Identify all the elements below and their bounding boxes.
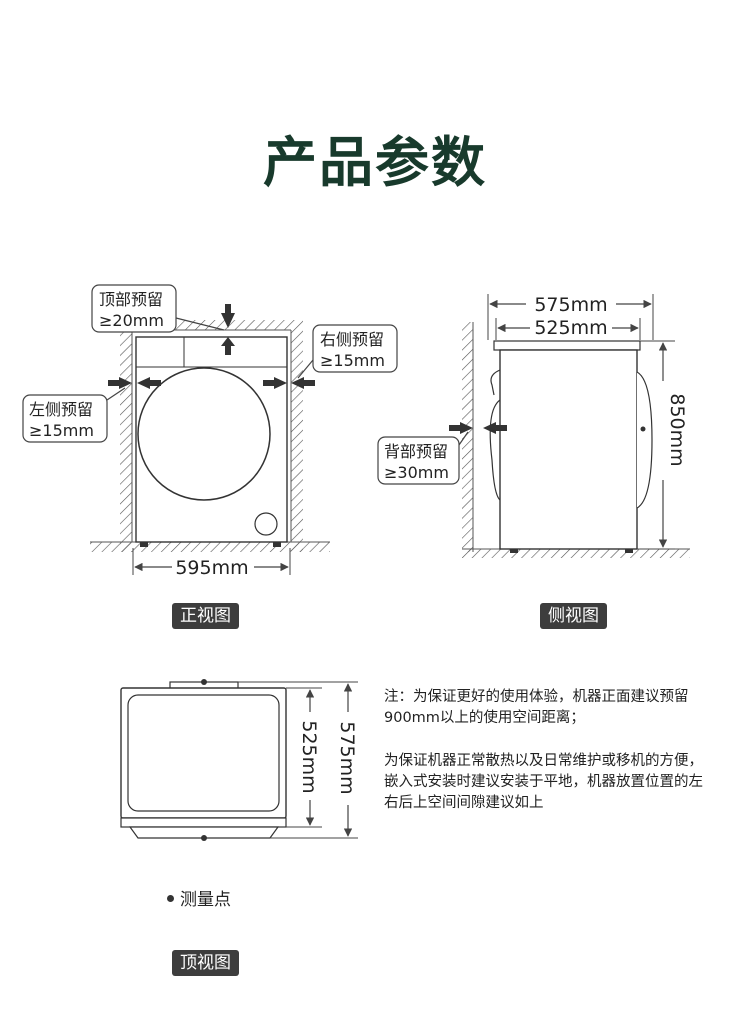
front-top-wall bbox=[120, 320, 303, 330]
front-floor bbox=[90, 542, 330, 552]
callout-top-clearance bbox=[91, 284, 177, 333]
top-view: 525mm 575mm bbox=[120, 679, 358, 841]
top-front-panel bbox=[120, 817, 287, 828]
note-paragraph-2: 为保证机器正常散热以及日常维护或移机的方便，嵌入式安装时建议安装于平地，机器放置… bbox=[384, 753, 703, 811]
front-width-label: 595mm bbox=[175, 557, 248, 579]
measure-point-legend-text: 测量点 bbox=[180, 890, 231, 910]
measure-point-legend: 测量点 bbox=[167, 885, 231, 910]
top-measure-point-front bbox=[201, 835, 207, 841]
front-filter-cap bbox=[254, 512, 278, 536]
page-title: 产品参数 bbox=[263, 131, 487, 194]
left-clearance-value: ≥15mm bbox=[29, 421, 94, 440]
front-view: 595mm 顶部预留 ≥20mm 右侧预留 ≥15mm 左侧预留 ≥15mm bbox=[22, 284, 398, 579]
top-view-tag: 顶视图 bbox=[172, 950, 239, 976]
top-machine-lid bbox=[127, 694, 280, 812]
side-top-panel bbox=[493, 340, 641, 351]
side-depth-outer-label: 575mm bbox=[534, 294, 607, 316]
side-depth-inner-label: 525mm bbox=[534, 317, 607, 339]
top-measure-point-rear bbox=[201, 679, 207, 685]
left-clearance-title: 左侧预留 bbox=[29, 400, 93, 419]
side-machine-body bbox=[499, 349, 638, 550]
back-clearance-title: 背部预留 bbox=[384, 442, 448, 461]
front-left-wall bbox=[120, 330, 132, 552]
side-view-tag: 侧视图 bbox=[540, 603, 607, 629]
right-clearance-title: 右侧预留 bbox=[320, 330, 384, 349]
callout-back-clearance bbox=[377, 436, 460, 485]
callout-left-clearance bbox=[22, 394, 108, 443]
right-clearance-value: ≥15mm bbox=[320, 351, 385, 370]
front-right-wall bbox=[291, 330, 303, 552]
front-door-circle bbox=[137, 367, 271, 501]
side-view: 575mm 525mm 850mm 背部预留 ≥30mm bbox=[377, 294, 690, 558]
side-back-wall bbox=[462, 322, 473, 552]
top-depth-inner-label: 525mm bbox=[298, 720, 320, 793]
front-view-tag: 正视图 bbox=[172, 603, 239, 629]
top-clearance-title: 顶部预留 bbox=[99, 290, 163, 309]
side-floor bbox=[462, 549, 690, 558]
side-height-label: 850mm bbox=[666, 393, 688, 466]
measure-point-dot-icon bbox=[167, 894, 174, 902]
note-paragraph-1: 注：为保证更好的使用体验，机器正面建议预留900mm以上的使用空间距离； bbox=[384, 689, 689, 726]
top-depth-outer-label: 575mm bbox=[336, 721, 358, 794]
top-clearance-value: ≥20mm bbox=[99, 311, 164, 330]
back-clearance-value: ≥30mm bbox=[384, 463, 449, 482]
callout-right-clearance bbox=[312, 324, 398, 373]
